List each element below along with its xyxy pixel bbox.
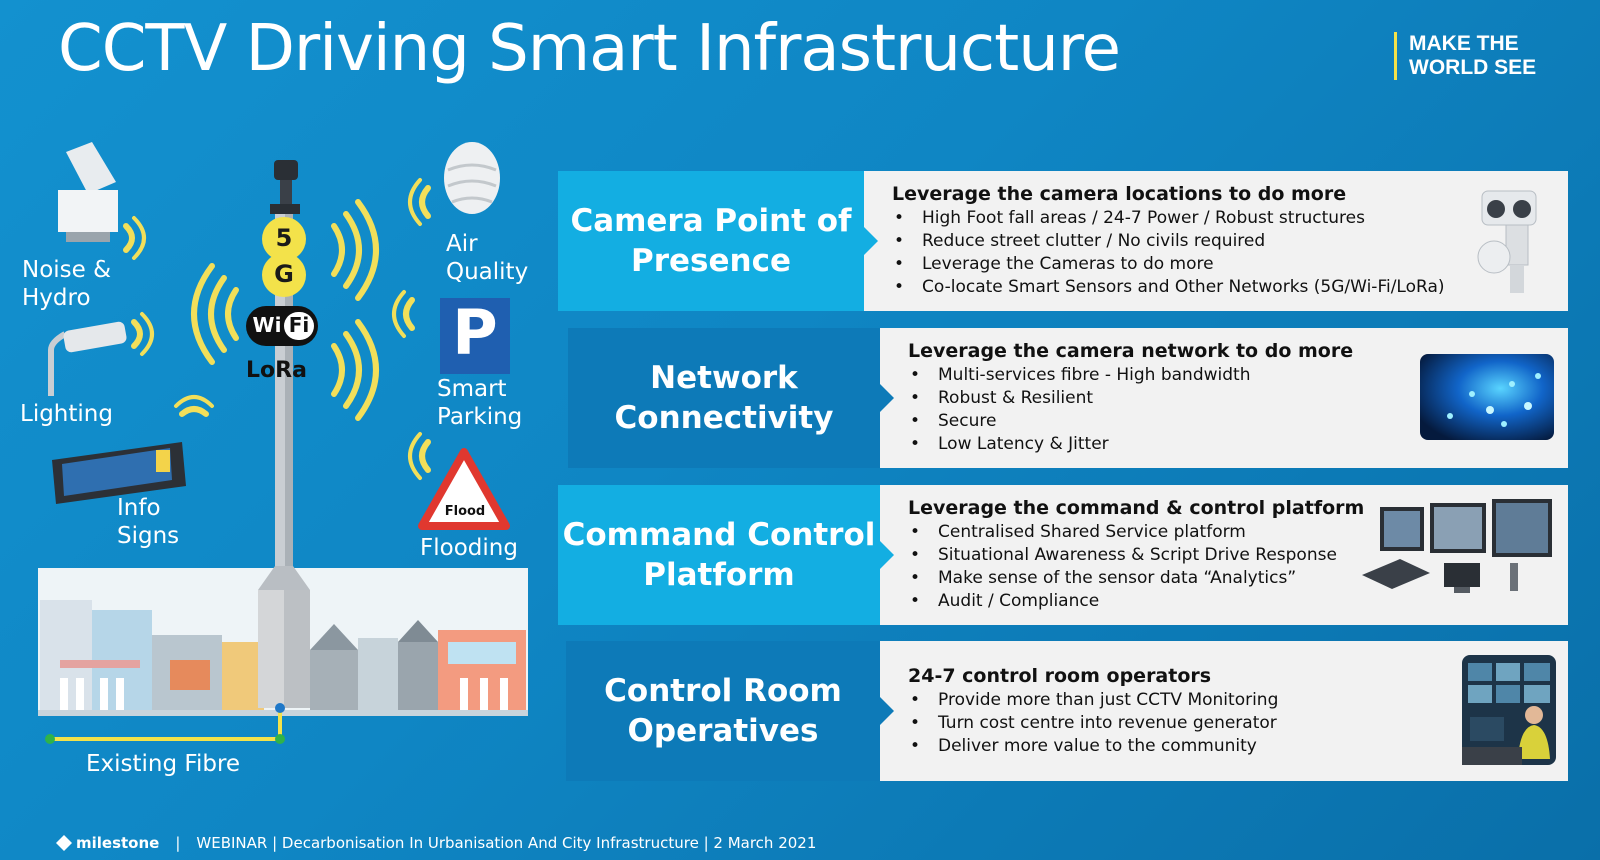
list-item: High Foot fall areas / 24-7 Power / Robu… <box>892 207 1445 230</box>
flood-sign-text: Flood <box>444 504 486 519</box>
wifi-label-wi: Wi <box>252 313 282 337</box>
row-heading: 24-7 control room operators <box>908 665 1212 687</box>
tagline-line-2: WORLD SEE <box>1409 56 1537 79</box>
street-light-icon <box>48 321 127 396</box>
list-item: Make sense of the sensor data “Analytics… <box>908 567 1337 590</box>
row-panel-camera-point-of-presence: Leverage the camera locations to do more… <box>864 171 1568 311</box>
existing-fibre-line <box>45 703 285 744</box>
row-heading: Leverage the camera locations to do more <box>892 183 1347 205</box>
label-noise-hydro: Noise & Hydro <box>22 257 112 311</box>
list-item: Situational Awareness & Script Drive Res… <box>908 544 1337 567</box>
row-label-network-connectivity: Network Connectivity <box>568 328 880 468</box>
row-bullets: High Foot fall areas / 24-7 Power / Robu… <box>892 207 1445 299</box>
smart-city-illustration: 5 G Wi Fi LoRa P Flood Noise & Hydro Lig… <box>0 130 560 810</box>
logo-text: milestone <box>76 834 160 852</box>
control-room-operator-icon <box>1462 655 1556 765</box>
label-info-signs: Info Signs <box>117 495 180 549</box>
list-item: Turn cost centre into revenue generator <box>908 712 1278 735</box>
info-sign-icon <box>52 442 186 504</box>
list-item: Reduce street clutter / No civils requir… <box>892 230 1445 253</box>
list-item: Audit / Compliance <box>908 590 1337 613</box>
signal-waves <box>123 178 431 480</box>
label-air-quality: Air Quality <box>446 231 529 285</box>
label-lighting: Lighting <box>20 401 113 427</box>
control-monitors-icon <box>1362 499 1552 593</box>
tagline: MAKE THE WORLD SEE <box>1394 32 1536 80</box>
diamond-icon <box>56 835 72 851</box>
row-panel-network-connectivity: Leverage the camera network to do more M… <box>880 328 1568 468</box>
label-smart-parking: Smart Parking <box>437 376 523 430</box>
wifi-badge-icon <box>246 306 318 346</box>
list-item: Co-locate Smart Sensors and Other Networ… <box>892 276 1445 299</box>
list-item: Robust & Resilient <box>908 387 1250 410</box>
ptz-camera-icon <box>1477 190 1537 293</box>
list-item: Leverage the Cameras to do more <box>892 253 1445 276</box>
footer-separator: | <box>175 834 181 852</box>
row-label-camera-point-of-presence: Camera Point of Presence <box>558 171 864 311</box>
list-item: Secure <box>908 410 1250 433</box>
list-item: Low Latency & Jitter <box>908 433 1250 456</box>
5g-label-top: 5 <box>275 224 293 252</box>
lora-label: LoRa <box>246 358 307 383</box>
air-quality-sensor-icon <box>444 142 500 214</box>
list-item: Centralised Shared Service platform <box>908 521 1337 544</box>
smart-pole <box>258 160 310 708</box>
list-item: Provide more than just CCTV Monitoring <box>908 689 1278 712</box>
row-panel-control-room-operatives: 24-7 control room operators Provide more… <box>880 641 1568 781</box>
row-bullets: Centralised Shared Service platform Situ… <box>908 521 1337 613</box>
milestone-logo: milestone <box>56 834 159 852</box>
row-arrow <box>864 227 878 255</box>
5g-badge-icon <box>262 217 306 297</box>
parking-sign-icon <box>440 298 510 374</box>
flood-sign-icon <box>418 448 510 530</box>
wifi-label-fi: Fi <box>288 313 310 337</box>
footer: milestone | WEBINAR | Decarbonisation In… <box>56 834 816 852</box>
tagline-line-1: MAKE THE <box>1409 32 1519 55</box>
row-label-command-control-platform: Command Control Platform <box>558 485 880 625</box>
row-heading: Leverage the camera network to do more <box>908 340 1354 362</box>
row-arrow <box>880 697 894 725</box>
slide-title: CCTV Driving Smart Infrastructure <box>58 12 1121 86</box>
footer-text: WEBINAR | Decarbonisation In Urbanisatio… <box>196 834 817 852</box>
5g-label-bottom: G <box>274 260 294 288</box>
parking-letter: P <box>452 296 498 369</box>
label-flooding: Flooding <box>420 535 518 561</box>
fibre-optic-icon <box>1420 354 1554 440</box>
label-existing-fibre: Existing Fibre <box>86 751 241 777</box>
illustration-graphics <box>38 142 528 744</box>
row-label-control-room-operatives: Control Room Operatives <box>566 641 880 781</box>
row-bullets: Multi-services fibre - High bandwidth Ro… <box>908 364 1250 456</box>
row-heading: Leverage the command & control platform <box>908 497 1365 519</box>
list-item: Deliver more value to the community <box>908 735 1278 758</box>
list-item: Multi-services fibre - High bandwidth <box>908 364 1250 387</box>
row-arrow <box>880 384 894 412</box>
noise-hydro-sensor-icon <box>58 142 118 242</box>
row-arrow <box>880 541 894 569</box>
row-bullets: Provide more than just CCTV Monitoring T… <box>908 689 1278 758</box>
row-panel-command-control-platform: Leverage the command & control platform … <box>880 485 1568 625</box>
